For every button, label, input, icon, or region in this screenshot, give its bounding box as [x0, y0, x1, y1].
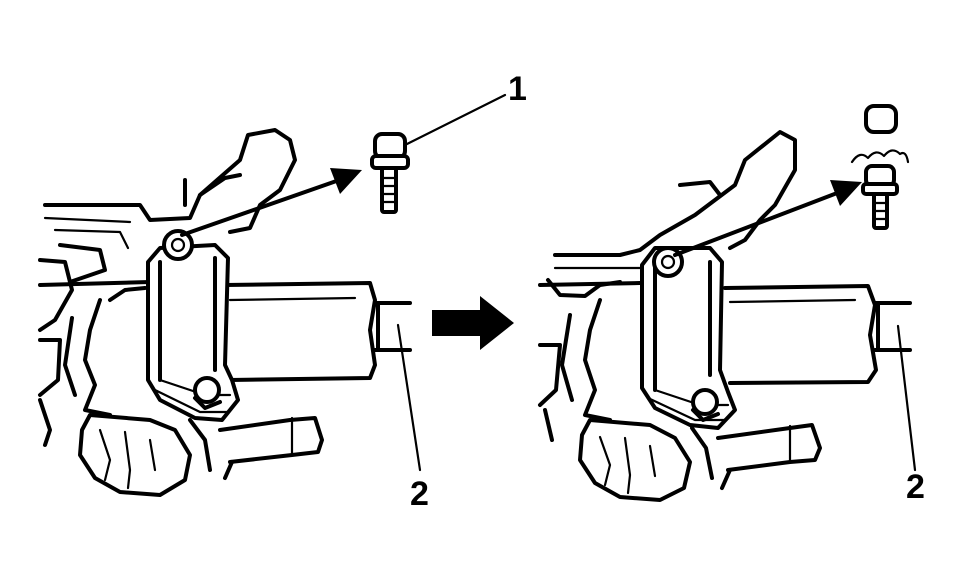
callout-1: 1: [508, 70, 527, 108]
bolt-1-exploded: [370, 132, 410, 214]
right-arrow-icon: [432, 296, 514, 350]
bolt-exploded: [861, 164, 899, 230]
callout-2-right: 2: [906, 468, 925, 506]
right-assembly: [538, 104, 917, 502]
callout-2-left: 2: [410, 475, 429, 513]
nut-exploded: [864, 104, 898, 134]
left-assembly: [38, 93, 507, 497]
